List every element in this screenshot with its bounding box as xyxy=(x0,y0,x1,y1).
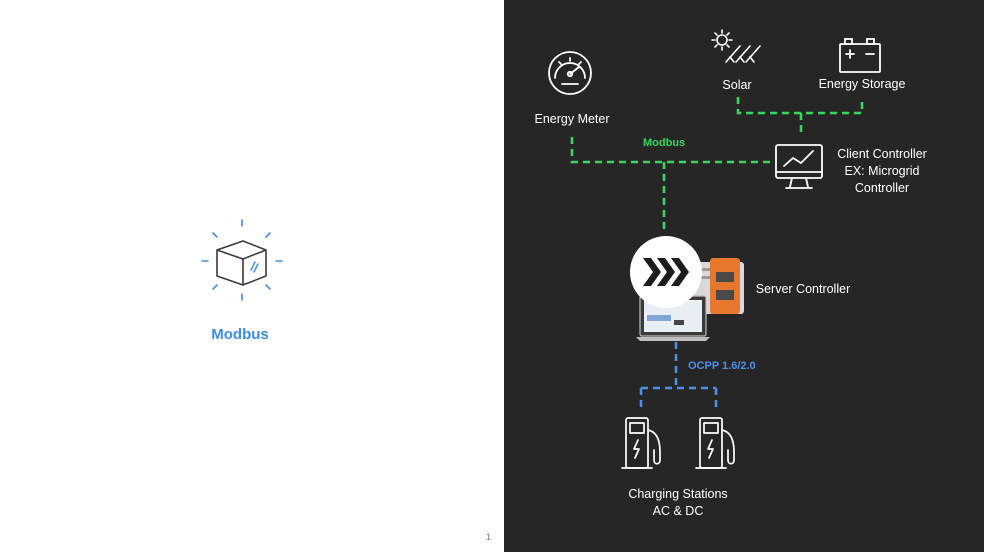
diagram-canvas xyxy=(548,29,881,469)
charging-stations-label-2: AC & DC xyxy=(652,504,704,518)
client-controller-label-1: Client Controller xyxy=(837,147,927,161)
charging-stations-label-1: Charging Stations xyxy=(628,487,728,501)
solar-panel-icon xyxy=(711,29,761,63)
monitor-chart-icon xyxy=(775,144,823,189)
orange-device xyxy=(694,258,744,314)
arrow-badge xyxy=(630,236,702,308)
ev-charger-icon xyxy=(621,417,661,469)
modbus-title: Modbus xyxy=(211,326,269,343)
ev-charger-icon-2 xyxy=(695,417,735,469)
solar-label: Solar xyxy=(722,78,752,92)
cube-glow-icon xyxy=(201,219,283,301)
energy-storage-label: Energy Storage xyxy=(818,77,906,91)
gauge-icon xyxy=(548,51,592,95)
ocpp-connections xyxy=(639,342,718,408)
client-controller-label-2: EX: Microgrid xyxy=(844,164,920,178)
left-panel: Modbus 1 xyxy=(201,219,492,542)
modbus-connections xyxy=(570,97,864,232)
ocpp-protocol-label: OCPP 1.6/2.0 xyxy=(688,360,756,372)
modbus-protocol-label: Modbus xyxy=(643,137,686,149)
client-controller-label-3: Controller xyxy=(854,181,910,195)
forward-arrows-icon xyxy=(643,258,689,286)
server-controller-label: Server Controller xyxy=(755,282,851,296)
energy-meter-label: Energy Meter xyxy=(534,112,610,126)
battery-icon xyxy=(839,38,881,73)
server-controller-icon xyxy=(630,236,744,341)
page-number: 1 xyxy=(486,532,492,542)
